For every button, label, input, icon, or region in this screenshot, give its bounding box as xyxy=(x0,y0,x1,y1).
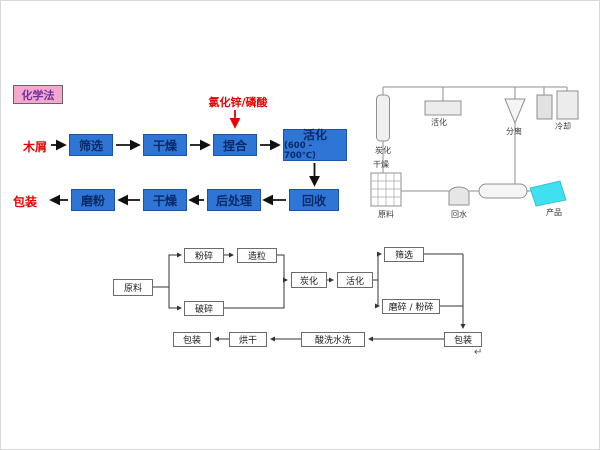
method-label: 化学法 xyxy=(13,85,63,104)
activate-label: 活化 xyxy=(431,117,447,127)
phys-step-raw-material: 原料 xyxy=(113,279,153,296)
input-label-wood-chips: 木屑 xyxy=(23,140,48,154)
equipment-labels: 炭化 活化 干燥 分离 冷却 原料 回水 产品 xyxy=(373,117,571,219)
phys-step-regrinding: 磨碎 / 粉碎 xyxy=(382,299,440,314)
cool-label: 冷却 xyxy=(555,121,571,131)
physical-flow-lines xyxy=(153,251,466,342)
return-water-label: 回水 xyxy=(451,209,467,219)
dust-collector-unit xyxy=(556,90,579,120)
dry-label: 干燥 xyxy=(373,160,389,169)
cooler-unit xyxy=(536,94,553,120)
product-flag xyxy=(529,180,567,207)
chem-step-milling: 磨粉 xyxy=(71,189,115,211)
cyclone-separator xyxy=(504,98,526,125)
chem-step-screening: 筛选 xyxy=(69,134,113,156)
chem-step-drying-1: 干燥 xyxy=(143,134,187,156)
phys-step-grinding: 粉碎 xyxy=(184,248,224,263)
reagent-label: 氯化锌/磷酸 xyxy=(208,96,268,109)
phys-step-packaging-left: 包装 xyxy=(173,332,211,347)
chem-step-drying-2: 干燥 xyxy=(143,189,187,211)
equipment-schematic xyxy=(370,86,579,207)
chem-step-activation: 活化 (600 - 700℃) xyxy=(283,128,347,161)
phys-step-granulation: 造粒 xyxy=(237,248,277,263)
phys-step-drying: 烘干 xyxy=(229,332,267,347)
phys-step-crushing: 破碎 xyxy=(184,301,224,316)
phys-step-screening: 筛选 xyxy=(384,247,424,262)
output-label-packaging: 包装 xyxy=(13,195,38,209)
phys-step-packaging-right: 包装 xyxy=(444,332,482,347)
activation-vessel xyxy=(424,100,462,116)
carbonize-label: 炭化 xyxy=(375,145,391,155)
feed-label: 原料 xyxy=(378,209,394,219)
chem-step-kneading: 捏合 xyxy=(213,134,257,156)
chem-step-post-treatment: 后处理 xyxy=(207,189,261,211)
product-label: 产品 xyxy=(546,207,562,217)
phys-step-activation: 活化 xyxy=(337,272,373,288)
separate-label: 分离 xyxy=(506,126,522,136)
chem-flow-arrows xyxy=(49,139,320,206)
carbonize-column xyxy=(376,94,390,142)
chem-step-recovery: 回收 xyxy=(289,189,339,211)
phys-step-carbonization: 炭化 xyxy=(291,272,327,288)
activation-title: 活化 xyxy=(302,128,327,143)
water-vessel xyxy=(448,186,470,206)
phys-step-acid-wash: 酸洗水洗 xyxy=(301,332,365,347)
rotary-drum xyxy=(478,183,528,199)
cursor-artifact: ↵ xyxy=(474,347,483,358)
activation-temperature: (600 - 700℃) xyxy=(284,141,316,161)
